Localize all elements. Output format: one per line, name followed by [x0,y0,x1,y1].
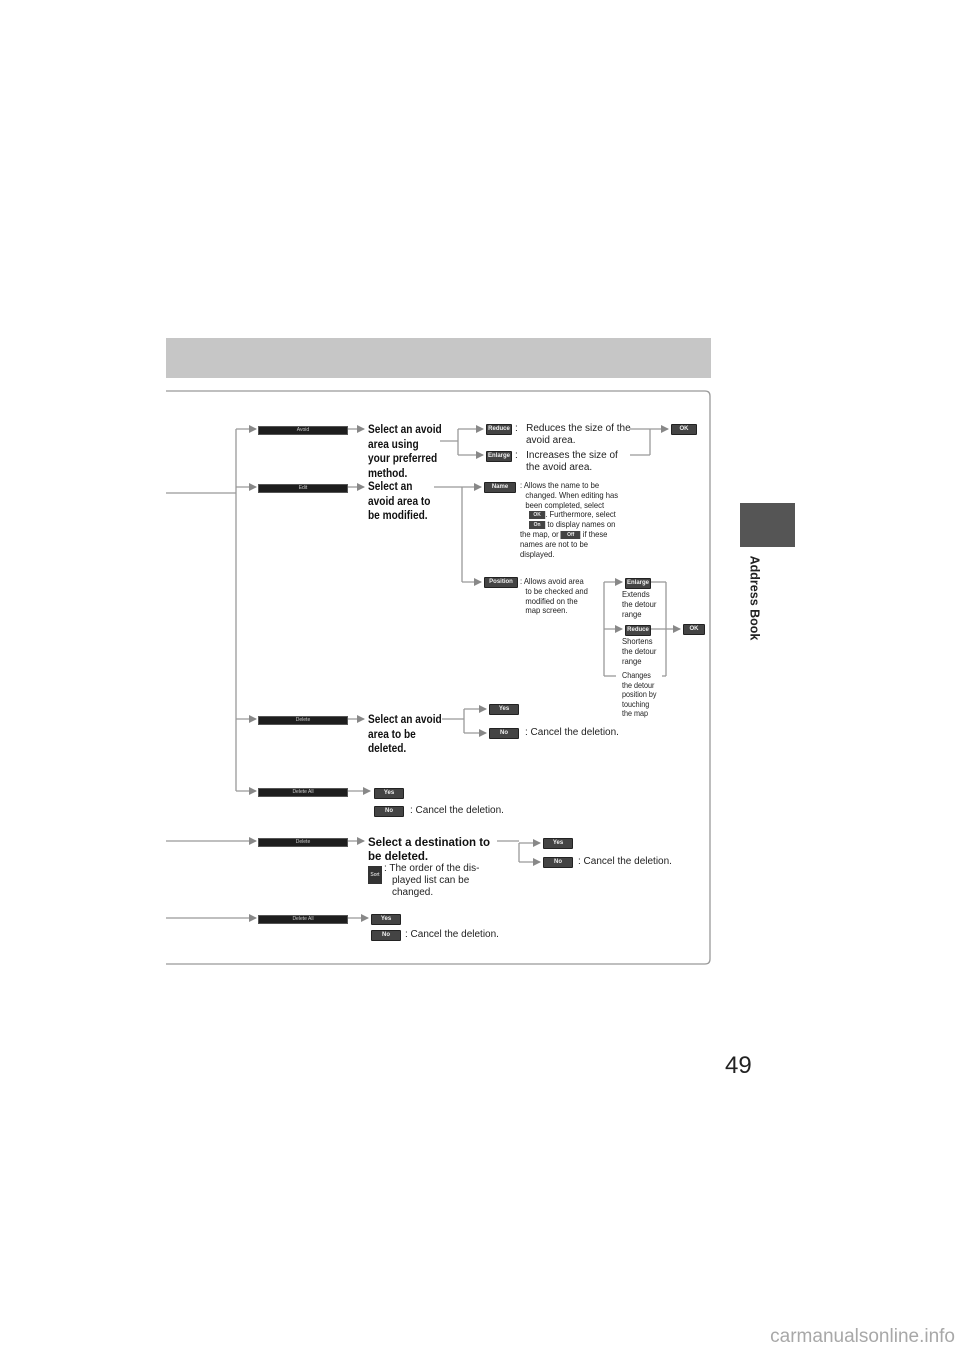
menu-bar-edit[interactable]: Edit [258,484,348,493]
menu-bar-avoid[interactable]: Avoid [258,426,348,435]
enlarge-description: : Increases the size of the avoid area. [515,450,618,473]
reduce-detour-description: Shortens the detour range [622,636,657,666]
row3-heading: Select an avoid area to be deleted. [368,714,442,755]
row4-no-button[interactable]: No [374,806,404,817]
sort-icon[interactable]: Sort [368,866,382,884]
names-off-button[interactable]: Off [560,530,581,539]
row3-yes-button[interactable]: Yes [489,704,519,715]
row5-heading: Select a destination to be deleted. [368,837,491,863]
page-number: 49 [725,1052,752,1079]
position-button[interactable]: Position [484,577,518,588]
row4-yes-button[interactable]: Yes [374,788,404,799]
row5-no-button[interactable]: No [543,857,573,868]
watermark: carmanualsonline.info [770,1326,955,1347]
menu-bar-delete-all[interactable]: Delete All [258,788,348,797]
section-tab[interactable] [740,503,795,547]
row3-no-description: : Cancel the deletion. [525,727,619,738]
row4-no-description: : Cancel the deletion. [410,805,504,816]
row6-no-description: : Cancel the deletion. [405,929,499,940]
name-button[interactable]: Name [484,482,516,493]
header-band [166,338,711,378]
menu-bar-delete[interactable]: Delete [258,716,348,725]
menu-bar-delete-all-destinations[interactable]: Delete All [258,915,348,924]
row2-ok-button[interactable]: OK [683,624,705,635]
enlarge-detour-description: Extends the detour range [622,589,657,619]
row3-no-button[interactable]: No [489,728,519,739]
names-on-button[interactable]: On [529,520,546,529]
name-description: : Allows the name to be changed. When ed… [520,480,619,559]
row2-heading: Select an avoid area to be modified. [368,481,431,522]
position-description: : Allows avoid area to be checked and mo… [520,576,588,616]
touch-map-description: Changes the detour position by touching … [622,671,657,718]
row1-heading: Select an avoid area using your preferre… [368,424,442,480]
row5-no-description: : Cancel the deletion. [578,856,672,867]
reduce-description: : Reduces the size of the avoid area. [515,423,631,446]
row6-yes-button[interactable]: Yes [371,914,401,925]
detour-enlarge-button[interactable]: Enlarge [625,578,651,589]
reduce-button[interactable]: Reduce [486,424,512,435]
sort-description: : The order of the dis- played list can … [384,863,480,898]
name-ok-button[interactable]: OK [529,511,546,520]
menu-bar-delete-destination[interactable]: Delete [258,838,348,847]
detour-reduce-button[interactable]: Reduce [625,625,651,636]
enlarge-button[interactable]: Enlarge [486,451,512,462]
row6-no-button[interactable]: No [371,930,401,941]
row1-ok-button[interactable]: OK [671,424,697,435]
row5-yes-button[interactable]: Yes [543,838,573,849]
